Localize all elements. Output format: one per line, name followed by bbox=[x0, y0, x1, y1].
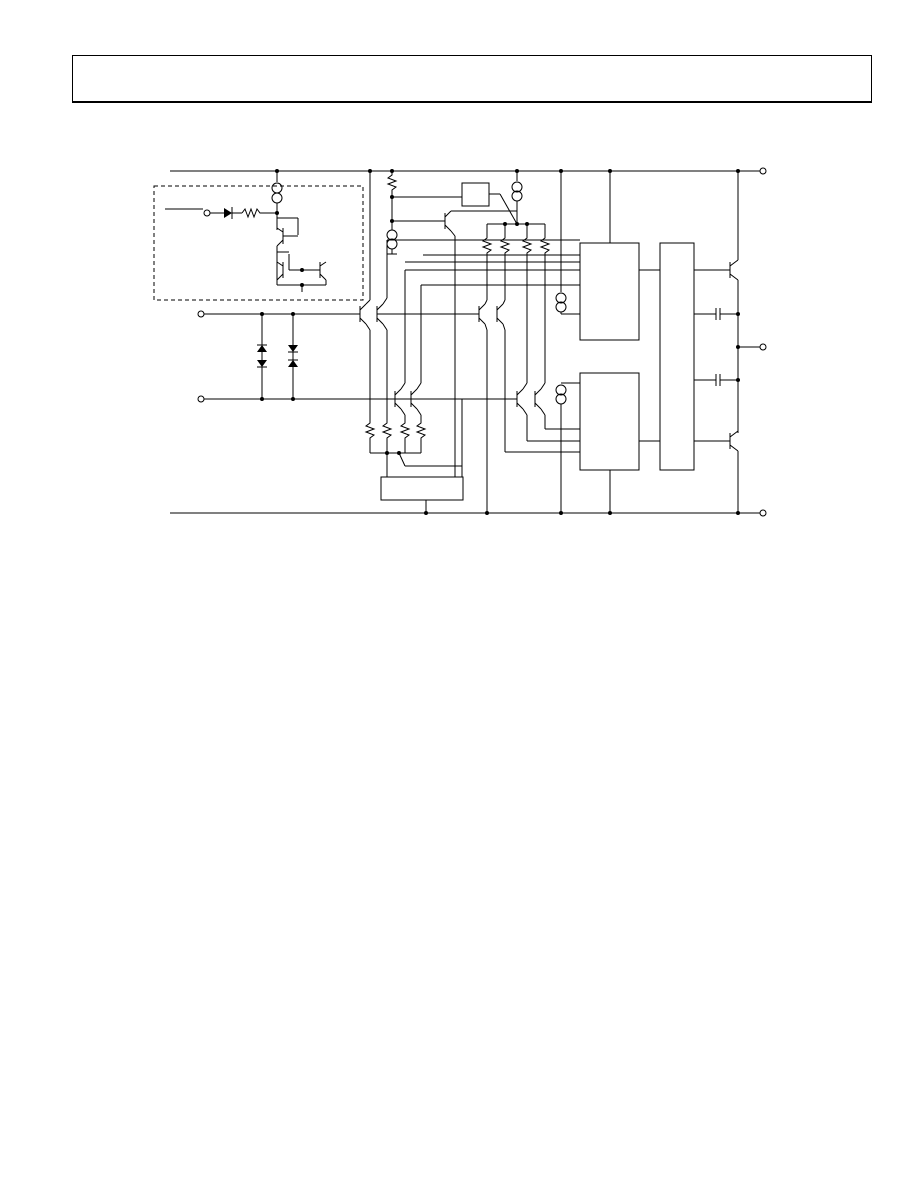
upper-stage-current-source bbox=[555, 292, 567, 304]
bottom-bias-block bbox=[380, 476, 464, 501]
load-resistor-1 bbox=[481, 224, 493, 300]
lower-gain-block bbox=[579, 372, 640, 471]
output-driver-block bbox=[659, 242, 695, 471]
top-supply-terminal bbox=[759, 167, 767, 175]
bias-circuit-boundary bbox=[153, 185, 364, 301]
emitter-resistor-1 bbox=[364, 420, 376, 453]
output-terminal bbox=[759, 343, 767, 351]
top-bias-resistor bbox=[386, 171, 398, 197]
emitter-resistor-4 bbox=[415, 420, 427, 453]
upper-gain-block bbox=[579, 242, 640, 341]
load-resistor-4 bbox=[539, 224, 551, 383]
page-header-box bbox=[72, 55, 872, 103]
bias-input-terminal bbox=[203, 209, 211, 217]
load-resistor-2 bbox=[499, 224, 511, 300]
reference-block bbox=[461, 182, 490, 207]
bias-resistor bbox=[241, 207, 277, 219]
emitter-resistor-3 bbox=[399, 420, 411, 453]
inverting-input-terminal bbox=[197, 395, 205, 403]
noninverting-input-terminal bbox=[197, 310, 205, 318]
bottom-supply-terminal bbox=[759, 509, 767, 517]
bias-current-source bbox=[271, 182, 283, 194]
top-right-current-source bbox=[511, 181, 523, 193]
emitter-resistor-2 bbox=[381, 420, 393, 453]
lower-stage-current-source bbox=[555, 384, 567, 396]
load-resistor-3 bbox=[521, 224, 533, 383]
